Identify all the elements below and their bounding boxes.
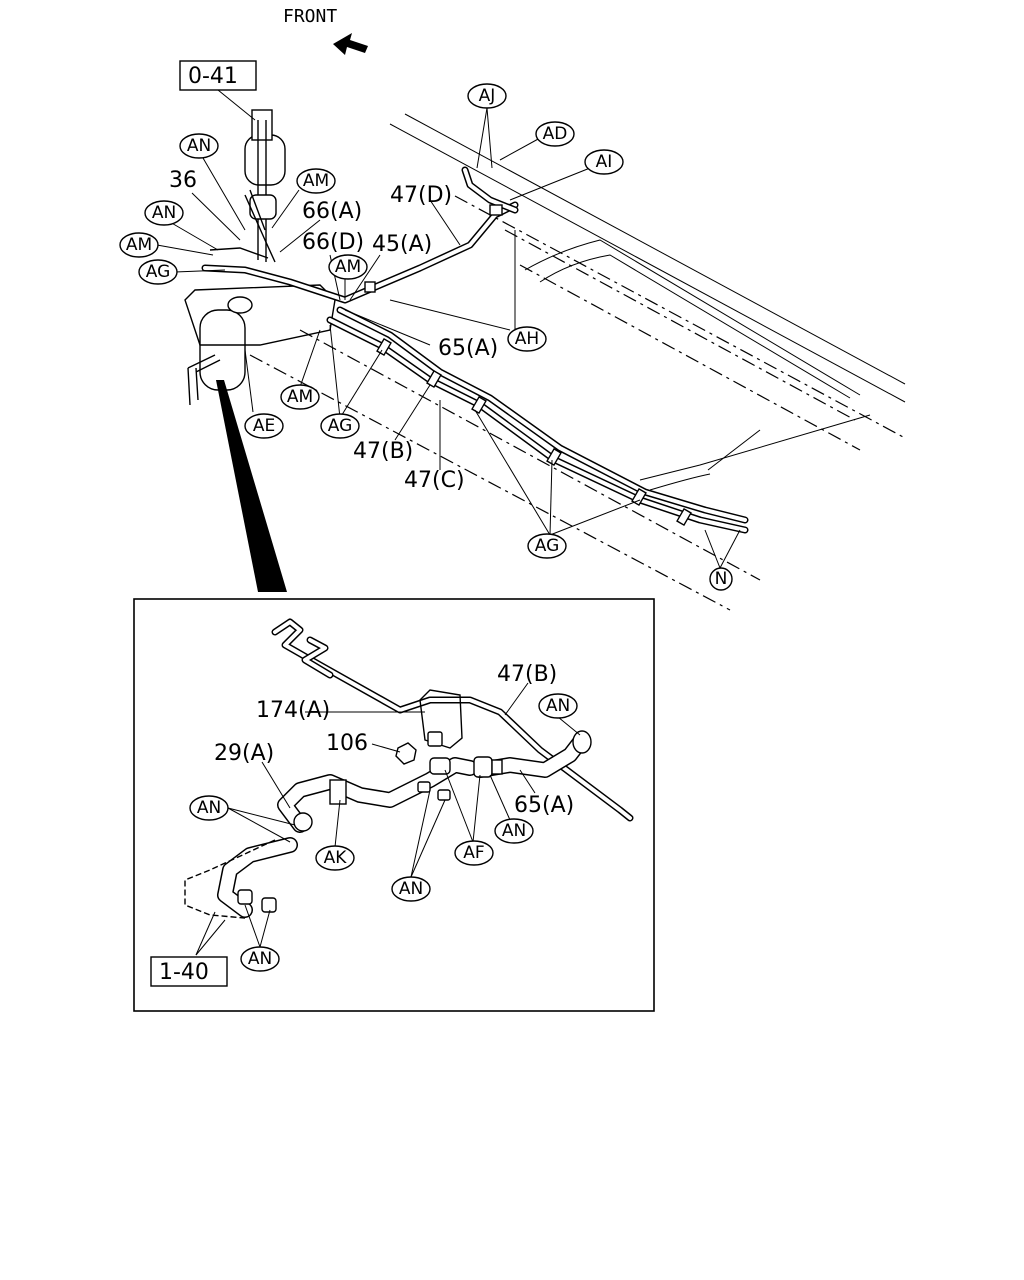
callout-ah: AH: [507, 326, 547, 352]
part-47b-top: 47(B): [353, 439, 413, 464]
callout-ae: AE: [244, 413, 284, 439]
front-label: FRONT: [283, 6, 337, 27]
callout-an-inset-5: AN: [240, 946, 280, 972]
callout-am-4: AM: [280, 384, 320, 410]
part-65a-inset: 65(A): [514, 793, 574, 818]
part-29a: 29(A): [214, 741, 274, 766]
part-45a: 45(A): [372, 232, 432, 257]
svg-text:AM: AM: [126, 235, 152, 255]
callout-n: N: [709, 567, 733, 591]
svg-text:AM: AM: [303, 171, 329, 191]
svg-text:AM: AM: [335, 257, 361, 277]
callout-am-1: AM: [296, 168, 336, 194]
callout-ad: AD: [535, 121, 575, 147]
svg-text:AN: AN: [399, 879, 423, 899]
callout-ag-2: AG: [320, 413, 360, 439]
svg-text:AN: AN: [187, 136, 211, 156]
svg-text:AG: AG: [328, 416, 353, 436]
svg-text:AG: AG: [146, 262, 171, 282]
svg-text:AN: AN: [197, 798, 221, 818]
svg-text:AF: AF: [463, 843, 484, 863]
svg-text:AN: AN: [248, 949, 272, 969]
ref-box-0-41: [179, 60, 257, 91]
vehicle-frame: [249, 113, 906, 611]
ref-box-1-40: [150, 956, 228, 987]
fuel-lines-main: [201, 166, 749, 534]
part-47d: 47(D): [390, 183, 452, 208]
callout-am-2: AM: [119, 232, 159, 258]
svg-text:AI: AI: [596, 152, 613, 172]
part-65a-top: 65(A): [438, 336, 498, 361]
detail-parts: [184, 618, 634, 919]
ref-0-41: 0-41: [188, 64, 238, 89]
part-47b-inset: 47(B): [497, 662, 557, 687]
callout-an-1: AN: [179, 133, 219, 159]
svg-text:AJ: AJ: [479, 86, 496, 106]
svg-text:AN: AN: [152, 203, 176, 223]
svg-text:AD: AD: [543, 124, 568, 144]
svg-text:AK: AK: [324, 848, 348, 868]
part-47c: 47(C): [404, 468, 465, 493]
callout-am-3: AM: [328, 254, 368, 280]
part-66a: 66(A): [302, 199, 362, 224]
svg-text:AN: AN: [546, 696, 570, 716]
part-174a: 174(A): [256, 698, 330, 723]
detail-leaders: [195, 682, 581, 956]
svg-text:N: N: [715, 569, 728, 589]
svg-text:AM: AM: [287, 387, 313, 407]
svg-text:AN: AN: [502, 821, 526, 841]
svg-text:AG: AG: [535, 536, 560, 556]
callout-af: AF: [454, 840, 494, 866]
callout-ak: AK: [315, 845, 355, 871]
callout-an-inset-3: AN: [494, 818, 534, 844]
callout-aj: AJ: [467, 83, 507, 109]
callout-ag-3: AG: [527, 533, 567, 559]
front-arrow-icon: [333, 33, 368, 55]
fuel-filter: [244, 109, 286, 262]
part-66d: 66(D): [302, 230, 364, 255]
detail-pointer: [216, 380, 287, 592]
callout-an-inset-2: AN: [189, 795, 229, 821]
part-36: 36: [169, 168, 197, 193]
callout-an-2: AN: [144, 200, 184, 226]
callout-ag-1: AG: [138, 259, 178, 285]
callout-an-inset-1: AN: [538, 693, 578, 719]
callout-an-inset-4: AN: [391, 876, 431, 902]
callout-ai: AI: [584, 149, 624, 175]
svg-text:AH: AH: [515, 329, 539, 349]
ref-1-40: 1-40: [159, 960, 209, 985]
svg-text:AE: AE: [253, 416, 275, 436]
part-106: 106: [326, 731, 368, 756]
